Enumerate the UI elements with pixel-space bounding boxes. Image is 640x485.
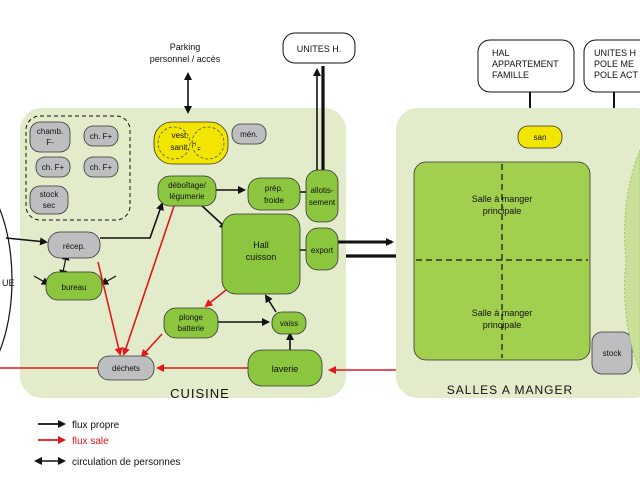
dining-stock-node	[591, 331, 633, 375]
vestiaire-label-2: sanit.	[170, 143, 189, 152]
vestiaire-h-outline	[157, 126, 191, 160]
hal-label-3: FAMILLE	[492, 70, 529, 80]
prep-froide-node	[247, 177, 301, 211]
unites-pole-label-1: UNITES H	[594, 48, 636, 58]
vestiaire-f-outline	[191, 126, 225, 160]
plonge-to-dechets-dirty-arrow	[140, 333, 163, 358]
chf-label-3: ch. F+	[90, 163, 113, 172]
unites-pole-box	[583, 39, 640, 93]
reception-label: récep.	[63, 242, 85, 251]
parking-label-2: personnel / accès	[150, 54, 221, 64]
sanitaires-label: san	[534, 133, 547, 142]
dechets-node	[97, 355, 155, 381]
legend-clean-label: flux propre	[72, 420, 120, 431]
dining-title: SALLES A MANGER	[447, 383, 573, 397]
vestiaire-f-label: F	[197, 147, 200, 153]
hal-box	[477, 39, 575, 93]
allotissement-node	[305, 169, 339, 223]
salle-bottom-label-1: Salle à manger	[472, 308, 533, 318]
chf-label-2: ch. F+	[42, 163, 65, 172]
deboitage-label-1: déboîtage/	[168, 181, 207, 190]
bureau-people-arrow-right	[100, 275, 117, 285]
deboitage-to-hall-arrow	[199, 203, 228, 230]
stock-sec-label-1: stock	[40, 190, 60, 199]
bureau-node	[45, 271, 103, 301]
hall-cuisson-label-1: Hall	[253, 240, 269, 250]
chf-node-3	[83, 156, 119, 178]
plonge-batterie-node	[163, 307, 219, 339]
hall-cuisson-label-2: cuisson	[246, 252, 277, 262]
hal-label-1: HAL	[492, 48, 510, 58]
entry-to-recep-arrow	[5, 237, 48, 246]
hall-to-plonge-dirty-arrow	[204, 289, 227, 308]
hal-label-2: APPARTEMENT	[492, 59, 559, 69]
chf-label-1: ch. F+	[90, 132, 113, 141]
plonge-label-1: plonge	[179, 313, 204, 322]
kitchen-title: CUISINE	[170, 386, 230, 401]
prep-froide-label-2: froide	[264, 196, 285, 205]
unites-pole-label-2: POLE ME	[594, 59, 634, 69]
bureau-label: bureau	[62, 283, 87, 292]
reception-node	[47, 231, 101, 259]
chamb-node	[29, 121, 71, 153]
stock-sec-label-2: sec	[43, 201, 55, 210]
salle-top-label-1: Salle à manger	[472, 194, 533, 204]
vestiaire-node	[153, 121, 229, 165]
vestiaire-label-1: vest.	[172, 131, 189, 140]
recep-to-dechets-dirty-arrow	[97, 261, 123, 356]
chamb-label-1: chamb.	[37, 127, 63, 136]
stock-sec-node	[29, 185, 69, 215]
left-unit-label: UE	[2, 278, 15, 288]
salle-top-label-2: principale	[483, 206, 522, 216]
vestiaire-h-label: H	[192, 142, 196, 148]
unites-pole-label-3: POLE ACT	[594, 70, 639, 80]
unites-h-box	[282, 32, 356, 64]
hall-cuisson-node	[221, 213, 301, 295]
chf-node-2	[35, 156, 71, 178]
recep-to-deboitage-arrow	[100, 202, 164, 239]
salle-a-manger-block	[413, 161, 591, 361]
chf-node-1	[83, 125, 119, 147]
parking-label-1: Parking	[170, 42, 201, 52]
salle-bottom-label-2: principale	[483, 320, 522, 330]
legend-people-label: circulation de personnes	[72, 457, 180, 468]
menage-label: mén.	[240, 130, 258, 139]
laverie-node	[247, 349, 323, 387]
vaiss-to-hall-arrow	[264, 294, 277, 313]
dining-stock-label: stock	[603, 349, 623, 358]
allotissement-label-2: sement	[309, 198, 336, 207]
deboitage-node	[157, 175, 217, 207]
left-unit-outline	[0, 208, 13, 352]
storage-group-outline	[25, 115, 131, 221]
legend-dirty-label: flux sale	[72, 436, 109, 447]
laverie-label: laverie	[272, 364, 299, 374]
plonge-label-2: batterie	[178, 324, 205, 333]
unites-h-label: UNITES H.	[297, 44, 342, 54]
export-node	[305, 227, 339, 271]
deboitage-to-dechets-dirty-arrow	[122, 205, 175, 356]
sanitaires-node	[517, 125, 563, 149]
deboitage-label-2: légumerie	[169, 192, 205, 201]
chamb-label-2: F-	[46, 138, 54, 147]
dechets-label: déchets	[112, 364, 140, 373]
export-label: export	[311, 246, 334, 255]
allotissement-label-1: allotis-	[310, 186, 333, 195]
garden-area	[624, 149, 640, 373]
vaisselle-node	[271, 311, 307, 335]
vaisselle-label: vaiss	[280, 319, 298, 328]
prep-froide-label-1: prép.	[265, 184, 283, 193]
menage-node	[231, 123, 267, 145]
